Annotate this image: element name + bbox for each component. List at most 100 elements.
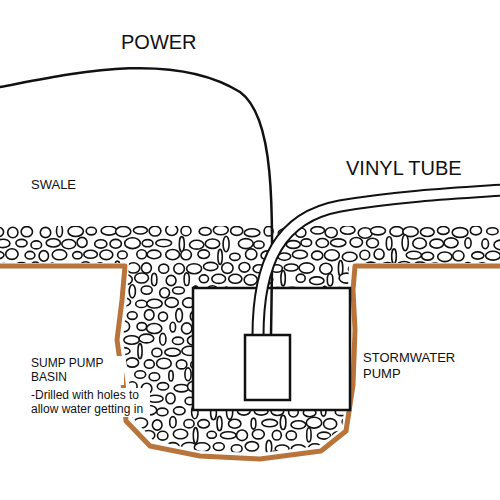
gravel-stone: [198, 250, 210, 259]
gravel-stone: [429, 311, 441, 320]
gravel-stone: [110, 288, 124, 297]
gravel-stone: [470, 226, 481, 235]
gravel-stone: [218, 249, 222, 264]
gravel-stone: [181, 226, 191, 236]
gravel-stone: [147, 324, 162, 334]
gravel-stone: [141, 263, 151, 273]
gravel-stone: [0, 384, 11, 394]
gravel-stone: [485, 348, 497, 355]
gravel-stone: [95, 240, 107, 248]
gravel-stone: [160, 333, 166, 345]
gravel-stone: [13, 289, 28, 297]
gravel-stone: [327, 274, 333, 286]
gravel-stone: [462, 311, 473, 321]
gravel-stone: [111, 311, 121, 319]
gravel-stone: [96, 332, 101, 345]
gravel-stone: [399, 455, 411, 465]
gravel-stone: [77, 310, 93, 320]
gravel-stone: [406, 251, 421, 259]
gravel-stone: [455, 419, 466, 427]
gravel-stone: [111, 431, 123, 441]
gravel-stone: [14, 455, 27, 466]
gravel-stone: [207, 431, 216, 438]
gravel-stone: [364, 262, 378, 272]
gravel-stone: [53, 323, 64, 333]
gravel-stone: [48, 455, 58, 463]
gravel-stone: [328, 442, 339, 450]
gravel-stone: [77, 237, 87, 247]
gravel-stone: [184, 273, 189, 286]
gravel-stone: [62, 264, 77, 271]
gravel-stone: [221, 432, 237, 439]
gravel-stone: [31, 336, 42, 344]
gravel-stone: [6, 275, 21, 282]
gravel-stone: [392, 272, 396, 285]
gravel-stone: [469, 298, 484, 308]
gravel-stone: [376, 444, 385, 451]
gravel-stone: [199, 228, 211, 236]
gravel-stone: [284, 264, 298, 271]
gravel-stone: [370, 430, 374, 442]
gravel-stone: [0, 324, 2, 334]
gravel-stone: [417, 309, 422, 319]
gravel-stone: [166, 275, 176, 285]
gravel-stone: [118, 444, 131, 451]
gravel-stone: [40, 227, 50, 237]
gravel-stone: [100, 250, 113, 260]
gravel-stone: [453, 276, 463, 284]
gravel-stone: [437, 273, 449, 283]
gravel-stone: [482, 239, 489, 249]
gravel-stone: [169, 371, 173, 381]
gravel-stone: [448, 264, 457, 272]
gravel-stone: [142, 454, 152, 465]
gravel-stone: [340, 226, 355, 235]
gravel-stone: [448, 380, 452, 396]
gravel-stone: [16, 239, 27, 246]
gravel-stone: [476, 456, 489, 465]
gravel-stone: [478, 334, 489, 343]
gravel-stone: [452, 228, 468, 238]
gravel-stone: [463, 456, 473, 464]
gravel-stone: [341, 443, 351, 454]
gravel-stone: [306, 417, 321, 428]
gravel-stone: [445, 433, 457, 442]
gravel-stone: [142, 240, 153, 247]
gravel-stone: [98, 285, 104, 299]
gravel-stone: [127, 312, 137, 320]
gravel-stone: [167, 443, 180, 452]
gravel-stone: [21, 227, 32, 237]
gravel-stone: [137, 323, 147, 331]
gravel-stone: [96, 310, 105, 319]
gravel-stone: [325, 250, 340, 261]
gravel-stone: [56, 275, 62, 285]
gravel-stone: [357, 276, 372, 284]
gravel-stone: [26, 441, 31, 451]
gravel-stone: [159, 264, 169, 273]
gravel-stone: [430, 239, 444, 248]
gravel-stone: [420, 228, 434, 237]
gravel-stone: [296, 274, 305, 282]
gravel-stone: [157, 383, 168, 390]
gravel-stone: [437, 418, 447, 429]
gravel-stone: [62, 240, 76, 249]
gravel-stone: [446, 334, 460, 344]
gravel-stone: [22, 300, 35, 309]
gravel-stone: [357, 322, 369, 332]
gravel-fill: [0, 225, 500, 468]
gravel-stone: [68, 324, 81, 333]
gravel-stone: [86, 227, 96, 235]
gravel-stone: [406, 397, 418, 405]
gravel-stone: [8, 227, 18, 238]
gravel-stone: [0, 358, 8, 368]
gravel-stone: [254, 241, 264, 248]
gravel-stone: [77, 430, 93, 439]
gravel-stone: [166, 393, 175, 404]
gravel-stone: [54, 348, 69, 356]
gravel-stone: [173, 429, 187, 438]
gravel-stone: [406, 421, 417, 428]
gravel-stone: [396, 406, 411, 415]
gravel-stone: [144, 360, 154, 368]
gravel-stone: [333, 432, 348, 439]
gravel-stone: [159, 455, 172, 463]
gravel-stone: [448, 456, 459, 466]
